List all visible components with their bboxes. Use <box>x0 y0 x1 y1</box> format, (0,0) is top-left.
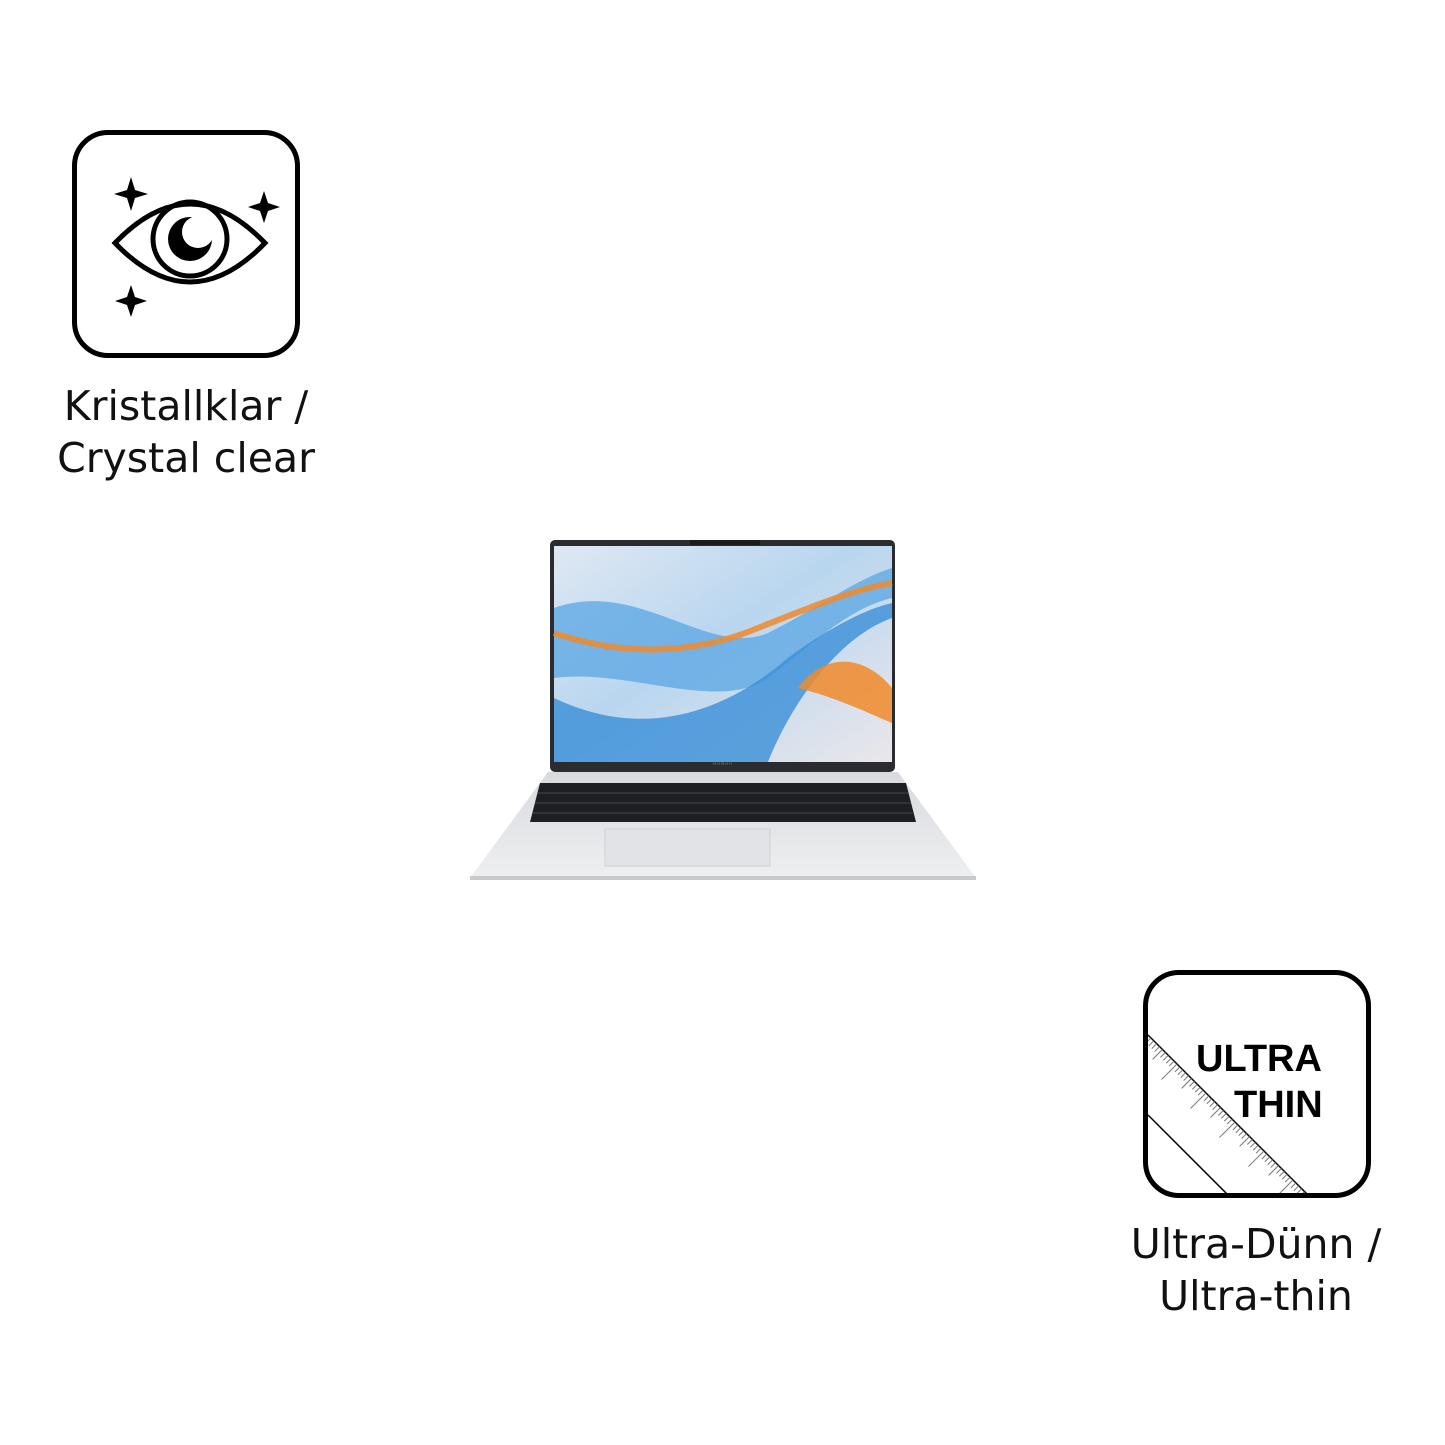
ruler-tick <box>1241 1133 1247 1139</box>
ruler-tick <box>1209 1101 1216 1108</box>
ruler-tick <box>1162 1054 1169 1061</box>
sparkling-eye-icon <box>111 177 280 317</box>
ruler-tick <box>1161 1063 1178 1080</box>
ruler-tick <box>1249 1141 1256 1148</box>
ruler-tick <box>1152 1049 1163 1060</box>
ultra-text: ULTRA <box>1196 1038 1322 1080</box>
ruler-tick <box>1247 1139 1253 1145</box>
ruler-tick <box>1223 1115 1230 1122</box>
ruler-tick <box>1252 1144 1259 1151</box>
ruler-tick <box>1302 1191 1305 1193</box>
ruler-tick <box>1148 1040 1155 1047</box>
ultra-thin-badge: ULTRA THIN <box>1143 970 1371 1198</box>
ruler-tick <box>1255 1147 1262 1154</box>
ruler-tick <box>1268 1165 1279 1176</box>
ruler-tick <box>1197 1089 1204 1096</box>
ruler-tick <box>1218 1110 1224 1116</box>
ruler-tick <box>1281 1173 1288 1180</box>
ruler-tick <box>1177 1069 1184 1076</box>
ruler-tick <box>1293 1185 1300 1192</box>
ruler-tick <box>1232 1124 1239 1131</box>
ruler-tick <box>1191 1083 1198 1090</box>
ruler-tick <box>1210 1107 1221 1118</box>
ruler-tick <box>1279 1179 1294 1193</box>
ruler-tick <box>1194 1086 1201 1093</box>
ruler-tick <box>1151 1043 1158 1050</box>
ruler-tick <box>1154 1046 1160 1052</box>
ruler-tick <box>1181 1078 1192 1089</box>
ruler-tick <box>1290 1182 1297 1189</box>
thin-text: THIN <box>1234 1084 1323 1126</box>
brand-logo: HONOR <box>712 761 734 766</box>
ultra-thin-caption: Ultra-Dünn / Ultra-thin <box>1106 1218 1406 1322</box>
ruler-tick <box>1212 1104 1218 1110</box>
ruler-tick <box>1235 1127 1242 1134</box>
ruler-tick <box>1165 1057 1172 1064</box>
ruler-tick <box>1278 1170 1285 1177</box>
ruler-tick <box>1238 1130 1245 1137</box>
ruler-tick <box>1206 1098 1213 1105</box>
crystal-clear-caption: Kristallklar / Crystal clear <box>36 380 336 484</box>
ruler-tick <box>1270 1162 1276 1168</box>
trackpad <box>604 828 771 867</box>
ruler-tick <box>1296 1188 1303 1193</box>
caption-line: Ultra-Dünn / <box>1130 1220 1382 1268</box>
ruler-tick <box>1248 1150 1265 1167</box>
ruler-tick <box>1220 1112 1227 1119</box>
ruler-icon <box>1148 1034 1308 1193</box>
ruler-tick <box>1239 1136 1250 1147</box>
caption-line: Ultra-thin <box>1159 1272 1353 1320</box>
ruler-tick <box>1284 1176 1291 1183</box>
ruler-tick <box>1219 1121 1236 1138</box>
ruler-tick <box>1183 1075 1189 1081</box>
ruler-tick <box>1261 1153 1268 1160</box>
ruler-tick <box>1160 1052 1166 1058</box>
ruler-tick <box>1267 1159 1274 1166</box>
keyboard <box>530 783 916 822</box>
ruler-tick <box>1168 1060 1175 1067</box>
crystal-clear-badge <box>72 130 300 358</box>
ruler-tick <box>1190 1092 1207 1109</box>
ruler-tick <box>1203 1095 1210 1102</box>
caption-line: Crystal clear <box>57 434 315 482</box>
ruler-tick <box>1174 1066 1181 1073</box>
ruler-tick <box>1276 1168 1282 1174</box>
ruler-tick <box>1189 1081 1195 1087</box>
ruler-tick <box>1226 1118 1233 1125</box>
ruler-tick <box>1180 1072 1187 1079</box>
laptop-product-image: HONOR <box>468 538 978 888</box>
caption-line: Kristallklar / <box>63 382 309 430</box>
ruler-tick <box>1264 1156 1271 1163</box>
ruler-tick <box>1148 1037 1152 1042</box>
